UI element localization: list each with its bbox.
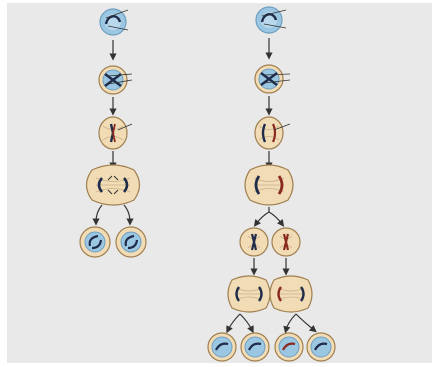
right-metaphase-ii-cell: [239, 227, 269, 257]
right-anaphase-ii-cell: [269, 275, 313, 313]
gamete-cell: [240, 332, 270, 362]
right-anaphase-ii-cell: [227, 275, 271, 313]
arrow: [92, 204, 103, 226]
arrow: [239, 313, 254, 334]
gamete-cell: [306, 332, 336, 362]
left-daughter-cell: [79, 226, 111, 258]
arrow: [253, 207, 270, 227]
left-daughter-cell: [115, 226, 147, 258]
arrow: [268, 211, 285, 227]
left-interphase-cell: [99, 8, 129, 36]
gamete-cell: [274, 332, 304, 362]
right-branch: [207, 6, 336, 362]
right-metaphase-ii-cell: [271, 227, 301, 257]
right-interphase-cell: [255, 6, 287, 34]
left-prophase-cell: [98, 65, 133, 95]
gamete-cell: [207, 332, 237, 362]
right-metaphase-cell: [254, 116, 291, 150]
left-branch: [79, 8, 147, 258]
arrow: [226, 313, 241, 334]
right-anaphase-cell: [244, 164, 294, 206]
left-metaphase-cell: [98, 116, 133, 150]
diagram-panel: [7, 3, 432, 363]
arrow: [295, 313, 317, 333]
left-anaphase-cell: [85, 164, 141, 206]
arrow: [283, 313, 297, 334]
arrow: [123, 204, 134, 226]
right-prophase-cell: [254, 64, 291, 94]
chromosome: [104, 15, 122, 25]
